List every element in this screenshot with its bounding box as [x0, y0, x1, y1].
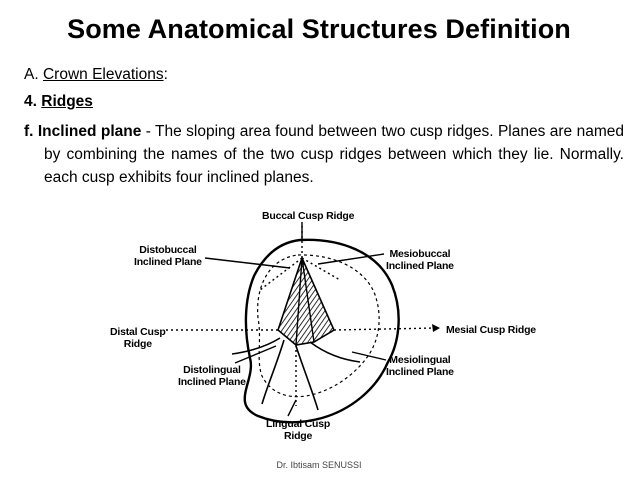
- definition-term: f. Inclined plane: [24, 123, 142, 140]
- subsection-label: Ridges: [41, 93, 93, 110]
- page-title: Some Anatomical Structures Definition: [67, 14, 571, 44]
- section-suffix: :: [163, 66, 168, 83]
- label-distobuccal-inclined-plane: Distobuccal Inclined Plane: [134, 244, 202, 268]
- tooth-inner-outline: [257, 254, 380, 398]
- subsection-number: 4.: [24, 93, 37, 110]
- label-lingual-cusp-ridge: Lingual Cusp Ridge: [266, 418, 330, 442]
- definition-text: - The sloping area found between two cus…: [44, 123, 624, 186]
- label-lingual-line2: Ridge: [283, 430, 313, 442]
- definition-paragraph: f. Inclined plane - The sloping area fou…: [24, 120, 624, 189]
- subsection-heading: 4. Ridges: [24, 93, 93, 111]
- label-mesial-cusp-ridge: Mesial Cusp Ridge: [446, 324, 536, 336]
- label-lingual-line1: Lingual Cusp: [266, 418, 331, 430]
- label-distobuccal-line1: Distobuccal: [139, 244, 197, 256]
- label-mesiolingual-inclined-plane: Mesiolingual Inclined Plane: [386, 354, 454, 378]
- label-distolingual-line2: Inclined Plane: [178, 376, 246, 388]
- label-mesiolingual-line2: Inclined Plane: [386, 366, 454, 378]
- label-distal-cusp-ridge: Distal Cusp Ridge: [110, 326, 166, 350]
- label-distal-line1: Distal Cusp: [110, 326, 166, 338]
- tooth-outline: [243, 238, 400, 424]
- label-distolingual-inclined-plane: Distolingual Inclined Plane: [178, 364, 246, 388]
- label-mesiolingual-line1: Mesiolingual: [389, 354, 451, 366]
- section-label: Crown Elevations: [42, 66, 164, 83]
- label-distolingual-line1: Distolingual: [183, 364, 241, 376]
- label-distobuccal-line2: Inclined Plane: [134, 256, 202, 268]
- section-prefix: A.: [24, 66, 39, 83]
- section-heading: A. Crown Elevations:: [24, 66, 168, 84]
- label-mesiobuccal-line2: Inclined Plane: [386, 260, 454, 272]
- footer-author: Dr. Ibtisam SENUSSI: [276, 460, 362, 470]
- cusp-pyramid: [277, 255, 336, 346]
- label-distal-line2: Ridge: [123, 338, 152, 350]
- label-buccal-cusp-ridge: Buccal Cusp Ridge: [262, 210, 355, 222]
- label-mesiobuccal-line1: Mesiobuccal: [389, 248, 451, 260]
- label-mesiobuccal-inclined-plane: Mesiobuccal Inclined Plane: [386, 248, 454, 272]
